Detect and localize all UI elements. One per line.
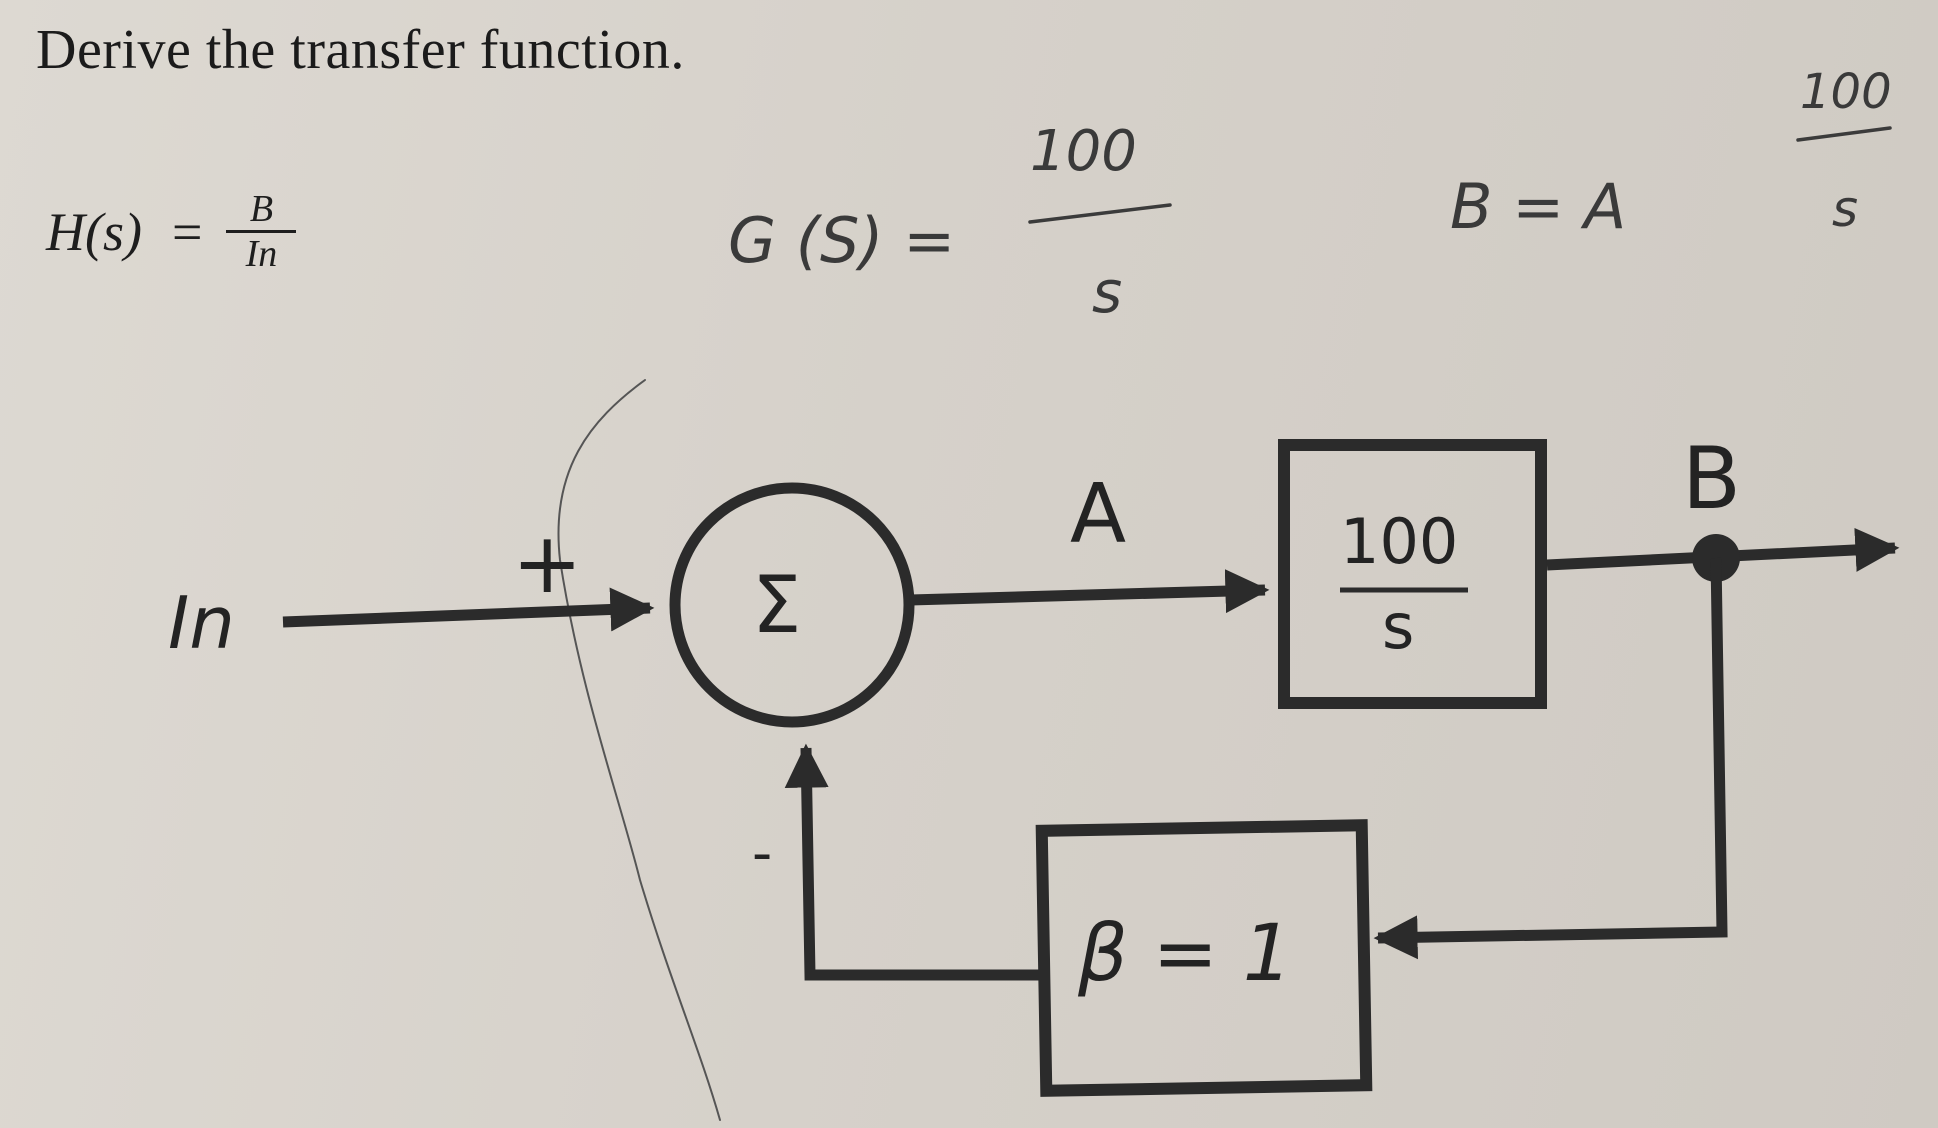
formula-numerator: B: [249, 188, 274, 230]
formula-fraction: B In: [226, 188, 297, 275]
forward-block-denominator: s: [1382, 590, 1414, 663]
hw-b-equals-a: B = A: [1450, 170, 1626, 243]
hw-g-of-s: G (S) =: [728, 204, 955, 277]
hw-g-fraction-bar: [1028, 203, 1172, 224]
handwritten-notes: G (S) = 100 s B = A 100 s: [557, 64, 1892, 1121]
minus-sign: -: [752, 821, 772, 886]
formula-fraction-bar: [226, 230, 297, 233]
feedback-return-line: [784, 743, 1044, 981]
hw-g-numerator: 100: [1030, 119, 1137, 184]
feedback-block-label: β = 1: [1077, 909, 1292, 999]
formula-equals: =: [171, 201, 203, 262]
forward-block: [1278, 439, 1547, 709]
hw-a-denominator: s: [1832, 180, 1858, 238]
forward-arrow-a: [909, 569, 1270, 614]
transfer-function-formula: H(s) = B In: [46, 188, 297, 275]
hw-g-denominator: s: [1092, 258, 1122, 326]
feedback-down-line: [1373, 557, 1728, 960]
formula-lhs: H(s): [46, 201, 142, 262]
forward-block-numerator: 100: [1340, 505, 1458, 578]
output-label: B: [1682, 429, 1741, 529]
input-arrow: [282, 587, 655, 632]
hw-pencil-stroke: [557, 379, 721, 1121]
formula-denominator: In: [245, 233, 278, 275]
problem-prompt: Derive the transfer function.: [36, 19, 685, 81]
node-a-label: A: [1070, 467, 1126, 562]
feedback-block: [1035, 819, 1373, 1097]
plus-sign: +: [512, 514, 582, 612]
summer-symbol: Σ: [752, 561, 801, 651]
summing-junction: [669, 482, 915, 728]
input-label: In: [168, 581, 235, 665]
hw-a-numerator: 100: [1800, 64, 1892, 120]
hw-a-fraction-bar: [1796, 126, 1892, 142]
